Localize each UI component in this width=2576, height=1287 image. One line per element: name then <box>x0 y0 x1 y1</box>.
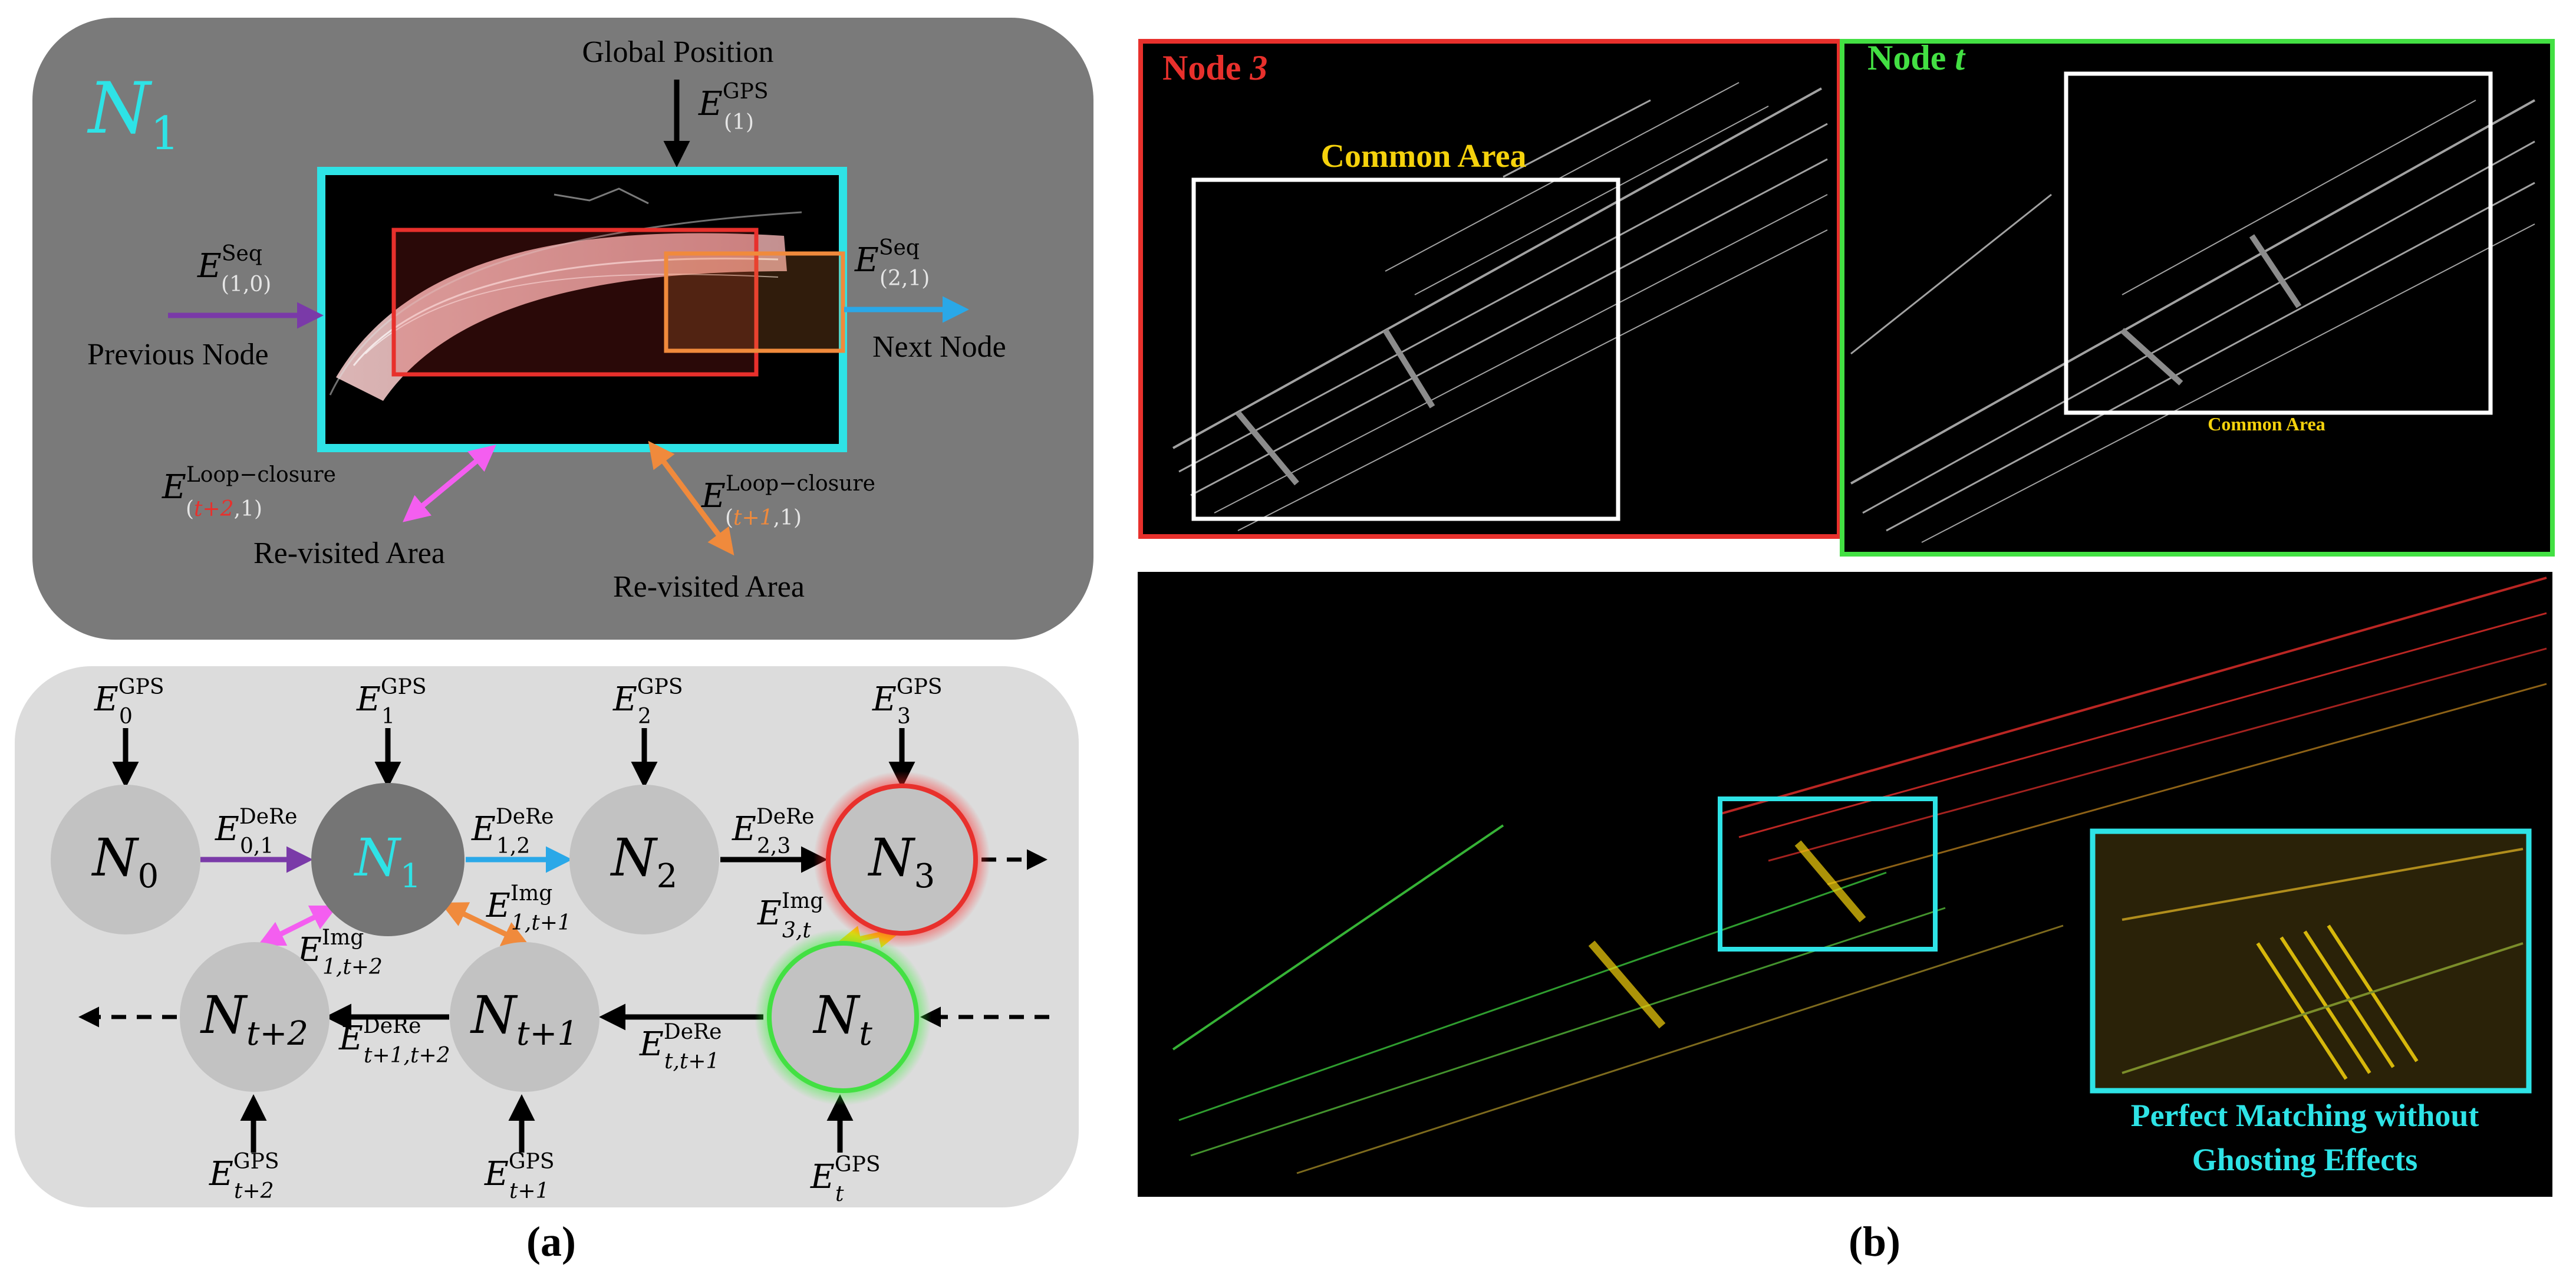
merged-caption-line2: Ghosting Effects <box>2192 1142 2417 1177</box>
node-nt2: Nt+2 <box>180 942 330 1092</box>
panel-a-top: N1 Global Position EGPS(1) ESeq(1,0) Pre… <box>32 18 1093 640</box>
revisited-left-label: Re-visited Area <box>253 536 445 570</box>
previous-node-label: Previous Node <box>87 338 269 371</box>
revisit-region-orange <box>666 254 843 351</box>
node3-view: Node 3 Common Area <box>1141 41 1839 536</box>
node-n2: N2 <box>569 785 719 934</box>
merged-caption-line1: Perfect Matching without <box>2131 1098 2479 1133</box>
node-nt: Nt <box>755 929 931 1105</box>
nodet-view: Node t Common Area <box>1842 38 2552 554</box>
next-node-label: Next Node <box>872 330 1006 364</box>
revisited-right-label: Re-visited Area <box>613 570 805 604</box>
node3-label: Node 3 <box>1162 48 1267 87</box>
common-area-small-label: Common Area <box>2208 413 2325 435</box>
caption-a: (a) <box>526 1218 576 1265</box>
node-n1: N1 <box>311 783 465 936</box>
global-position-label: Global Position <box>582 35 773 69</box>
merged-view: Perfect Matching without Ghosting Effect… <box>1138 572 2552 1197</box>
caption-b: (b) <box>1849 1218 1900 1265</box>
node-n0: N0 <box>51 785 200 934</box>
common-area-large-label: Common Area <box>1321 138 1527 175</box>
node-nt1: Nt+1 <box>450 942 599 1092</box>
node-n3: N3 <box>813 771 990 948</box>
e-loop-right-sub: (t+1,1) <box>725 506 802 530</box>
e-loop-left-sub: (t+2,1) <box>186 497 262 521</box>
merged-zoom-inset <box>2093 831 2529 1091</box>
nodet-label: Node t <box>1867 38 1966 77</box>
